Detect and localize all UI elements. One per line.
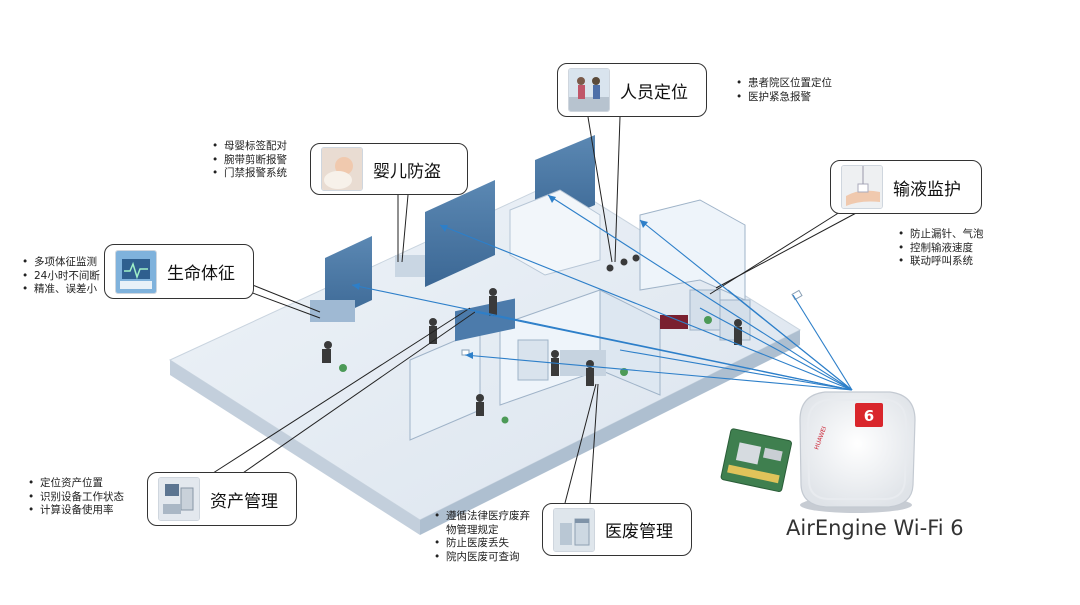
infusion-title: 输液监护 <box>893 179 961 200</box>
bullet-item: 腕带剪断报警 <box>212 154 287 168</box>
product-name: AirEngine Wi-Fi 6 <box>786 516 964 540</box>
bullet-item: 联动呼叫系统 <box>898 255 984 269</box>
infusion-monitoring-box: 输液监护 <box>830 160 982 214</box>
personnel-positioning-box: 人员定位 <box>557 63 707 117</box>
asset-management-box: 资产管理 <box>147 472 297 526</box>
leader-lines <box>209 116 859 504</box>
iot-module-card <box>720 428 792 493</box>
signal-arrowheads <box>352 195 648 359</box>
vital-thumbnail <box>115 249 157 294</box>
waste-title: 医废管理 <box>605 522 673 542</box>
access-point-device: 6 HUAWEI <box>799 391 916 513</box>
waste-thumbnail <box>553 507 595 552</box>
bullet-item: 计算设备使用率 <box>28 504 124 518</box>
bullet-item: 控制输液速度 <box>898 242 984 256</box>
bullet-item: 识别设备工作状态 <box>28 491 124 505</box>
bullet-item: 定位资产位置 <box>28 477 124 491</box>
asset-thumbnail <box>158 477 200 521</box>
infant-security-box: 婴儿防盗 <box>310 143 468 195</box>
infant-bullets: 母婴标签配对 腕带剪断报警 门禁报警系统 <box>210 140 287 181</box>
infusion-thumbnail <box>841 165 883 209</box>
bullet-item: 院内医废可查询 <box>434 551 530 565</box>
signal-lines <box>351 194 853 391</box>
medical-waste-box: 医废管理 <box>542 503 692 556</box>
vital-bullets: 多项体征监测 24小时不间断 精准、误差小 <box>20 256 100 297</box>
bullet-item: 精准、误差小 <box>22 283 100 297</box>
asset-title: 资产管理 <box>210 491 278 512</box>
bullet-item: 多项体征监测 <box>22 256 100 270</box>
ap-badge: 6 <box>864 407 874 425</box>
asset-bullets: 定位资产位置 识别设备工作状态 计算设备使用率 <box>26 477 124 518</box>
infant-title: 婴儿防盗 <box>373 161 441 182</box>
infant-thumbnail <box>321 147 363 191</box>
personnel-title: 人员定位 <box>620 82 688 103</box>
bullet-item: 防止漏针、气泡 <box>898 228 983 242</box>
bullet-item: 门禁报警系统 <box>212 167 287 181</box>
waste-bullets: 遵循法律医疗废弃物管理规定 防止医废丢失 院内医废可查询 <box>432 510 530 564</box>
bullet-item: 医护紧急报警 <box>736 91 832 105</box>
bullet-item: 防止医废丢失 <box>434 537 530 551</box>
bullet-item: 母婴标签配对 <box>212 140 287 154</box>
bullet-item: 患者院区位置定位 <box>736 77 832 91</box>
personnel-thumbnail <box>568 68 610 112</box>
vital-title: 生命体征 <box>167 264 235 284</box>
bullet-item: 遵循法律医疗废弃物管理规定 <box>434 510 530 537</box>
bullet-item: 24小时不间断 <box>22 270 100 284</box>
infusion-bullets: 防止漏针、气泡 控制输液速度 联动呼叫系统 <box>896 228 984 269</box>
vital-signs-box: 生命体征 <box>104 244 254 299</box>
personnel-bullets: 患者院区位置定位 医护紧急报警 <box>734 77 832 104</box>
